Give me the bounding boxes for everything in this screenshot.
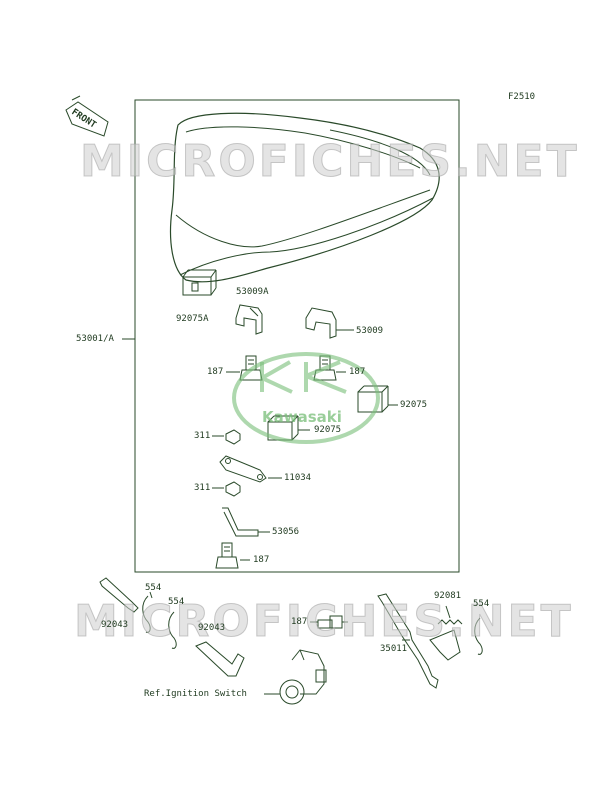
label-92075-center: 92075 [314, 425, 342, 435]
label-92081: 92081 [434, 591, 462, 601]
watermark-upper: MICROFICHES.NET [80, 136, 580, 188]
label-53001A: 53001/A [76, 334, 114, 344]
part-11034 [219, 455, 282, 483]
label-187-lower: 187 [253, 555, 270, 565]
label-35011: 35011 [380, 644, 408, 654]
label-187-right: 187 [349, 367, 366, 377]
ref-ignition-switch-label: Ref.Ignition Switch [144, 689, 247, 699]
figure-id: F2510 [508, 92, 536, 102]
nut-311-upper [212, 429, 241, 445]
hose-92043 [195, 641, 245, 677]
label-554-c: 554 [473, 599, 490, 609]
label-92043-a: 92043 [101, 620, 129, 630]
bolt-187-bottom [310, 615, 348, 629]
label-92075-right: 92075 [400, 400, 428, 410]
kawasaki-logo-watermark [232, 352, 380, 444]
label-311-lower: 311 [194, 483, 211, 493]
label-11034: 11034 [284, 473, 312, 483]
rod-35011 [377, 593, 461, 689]
label-53009: 53009 [356, 326, 384, 336]
bolt-187-lower [215, 542, 250, 569]
part-53056 [222, 507, 270, 537]
clip-554-c [474, 617, 483, 655]
label-53009A: 53009A [236, 287, 269, 297]
seat-part [169, 112, 440, 283]
logo-text: Kawasaki [262, 408, 342, 426]
assembly-frame [134, 99, 460, 573]
part-53009A [235, 304, 263, 335]
label-554-a: 554 [145, 583, 162, 593]
label-187-bottom: 187 [291, 617, 308, 627]
watermark-lower: MICROFICHES.NET [74, 596, 574, 648]
label-92043-b: 92043 [198, 623, 226, 633]
label-311-upper: 311 [194, 431, 211, 441]
part-53009 [305, 307, 354, 339]
label-554-b: 554 [168, 597, 185, 607]
ignition-switch [264, 649, 327, 705]
label-53056: 53056 [272, 527, 300, 537]
nut-311-lower [212, 481, 241, 497]
front-arrow [65, 95, 109, 137]
label-187-left: 187 [207, 367, 224, 377]
spring-92081 [437, 605, 463, 625]
label-92075A: 92075A [176, 314, 209, 324]
rod-92043-left [99, 577, 139, 613]
clip-554-b [168, 611, 177, 649]
clip-554-a [142, 591, 153, 633]
part-92075A [182, 269, 217, 296]
